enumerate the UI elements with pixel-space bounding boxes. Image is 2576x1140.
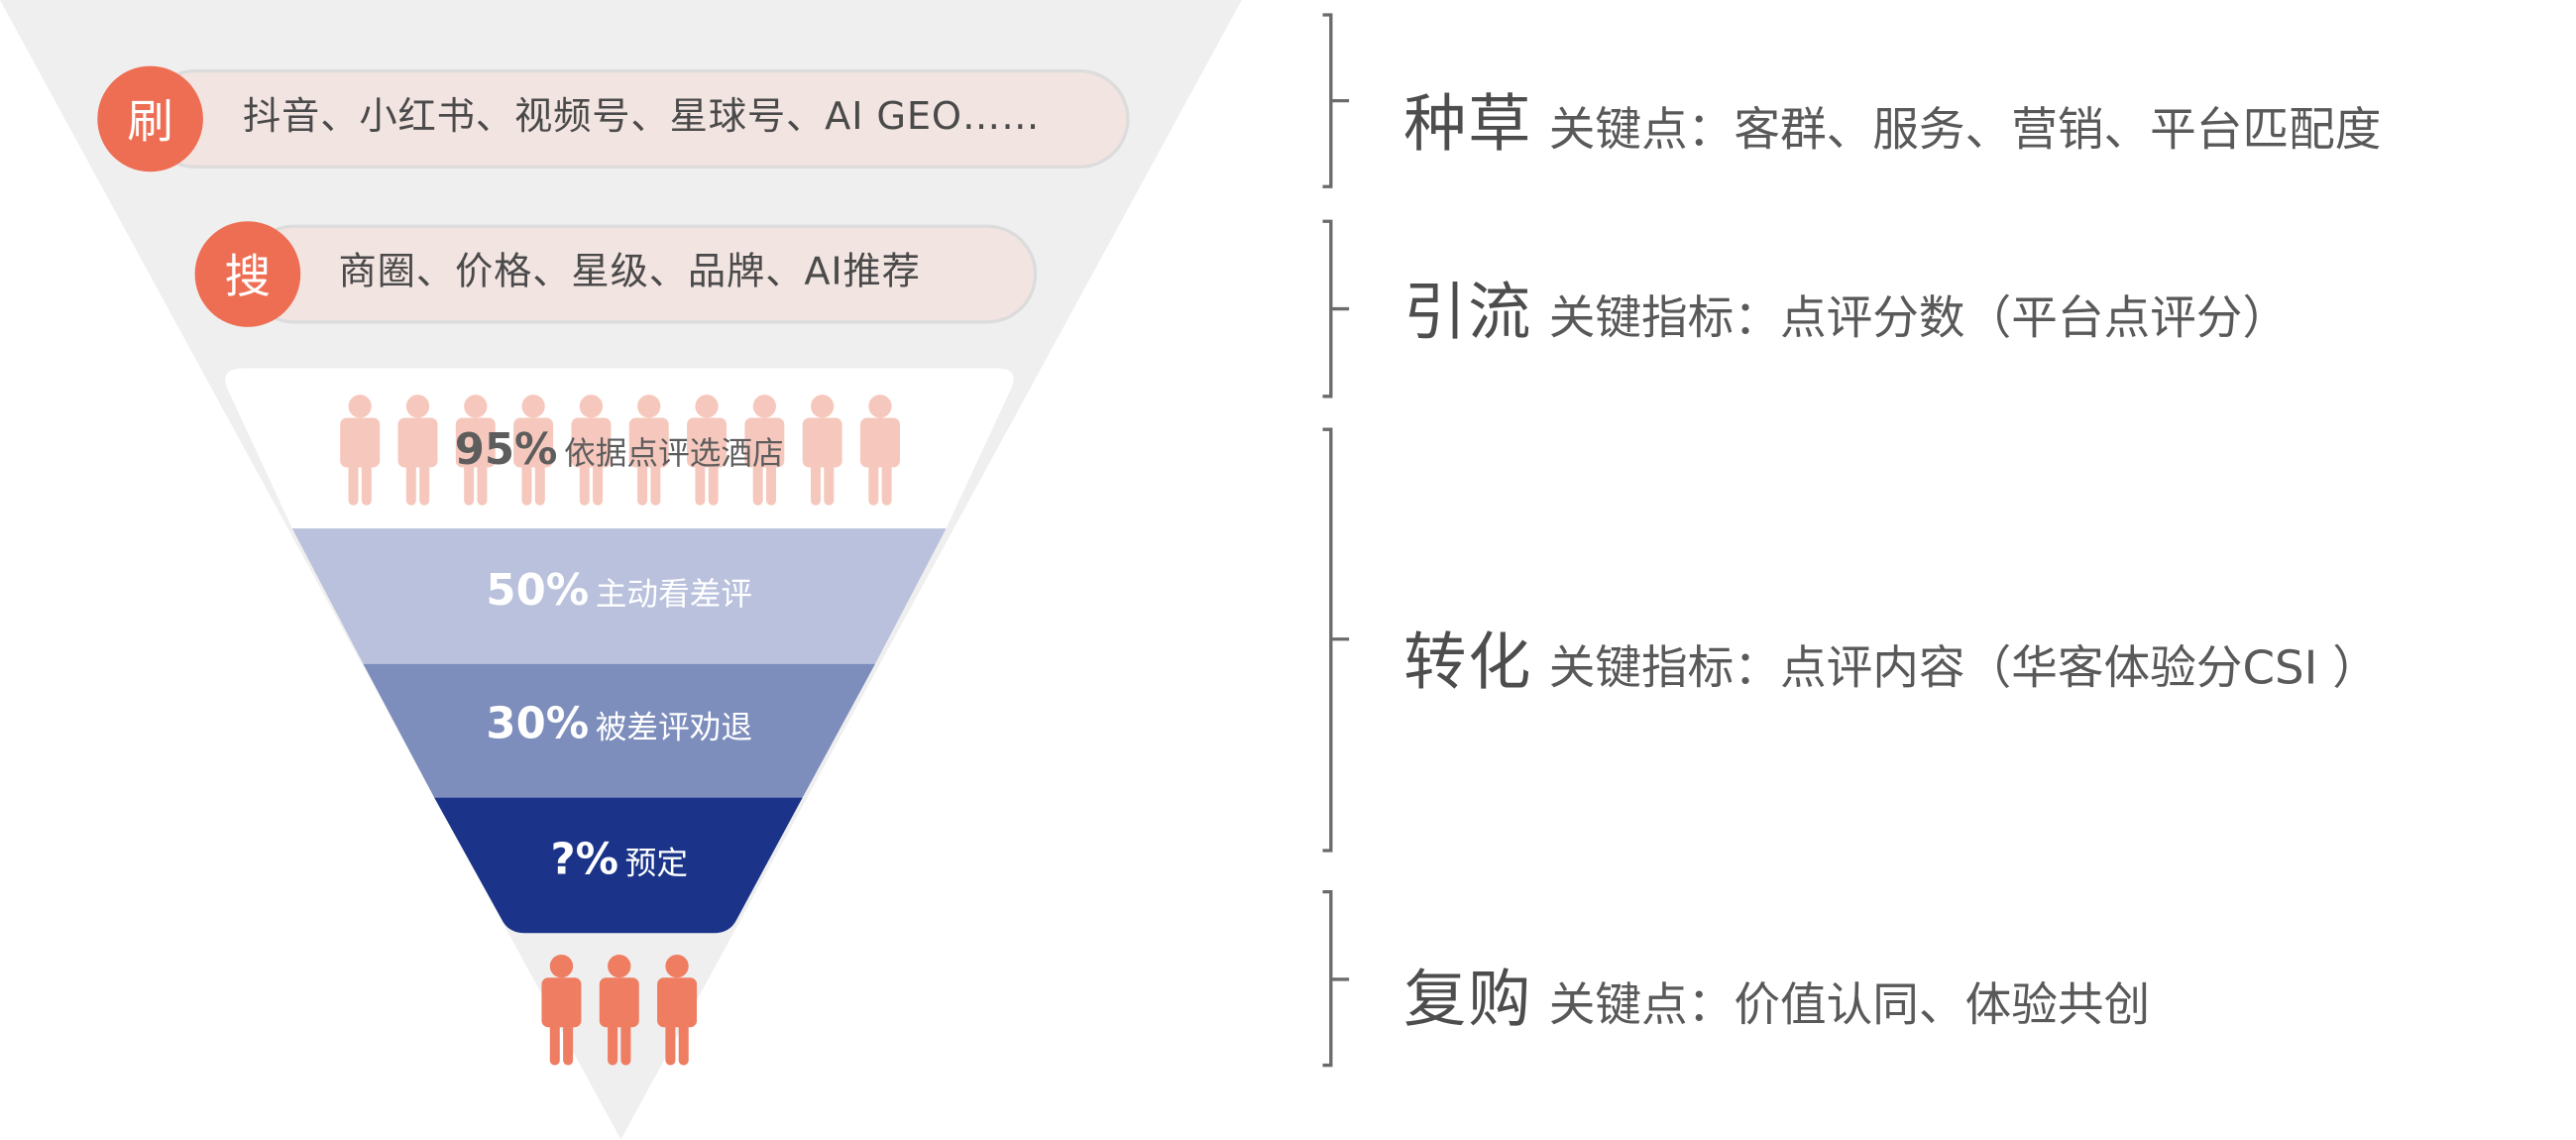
bracket-repurchase (1322, 889, 1350, 1068)
channel-pill-search (244, 224, 1038, 324)
stage-traffic-title: 引流 (1403, 276, 1533, 349)
brush-badge-char: 刷 (127, 93, 173, 149)
band-95-label: 95%依据点评选酒店 (273, 426, 966, 476)
band-50-desc: 主动看差评 (595, 576, 753, 614)
stage-conversion-title: 转化 (1403, 626, 1533, 699)
band-30-desc: 被差评劝退 (595, 710, 753, 747)
channel-pill-brush (145, 68, 1130, 169)
brush-channels-text: 抖音、小红书、视频号、星球号、AI GEO…… (242, 95, 1041, 139)
band-30-label: 30%被差评劝退 (273, 700, 966, 749)
bracket-conversion (1322, 427, 1350, 853)
stage-conversion: 转化关键指标：点评内容（华客体验分CSI ） (1403, 611, 2379, 698)
stage-seeding: 种草关键点：客群、服务、营销、平台匹配度 (1403, 72, 2382, 160)
brush-badge: 刷 (97, 65, 203, 172)
bracket-seeding (1322, 13, 1350, 188)
band-50-label: 50%主动看差评 (273, 566, 966, 616)
person-icon (657, 954, 698, 1066)
stage-traffic: 引流关键指标：点评分数（平台点评分） (1403, 261, 2290, 348)
band-booking-label: ?%预定 (273, 836, 966, 885)
stage-brackets (1322, 13, 1350, 1068)
band-95-pct: 95% (454, 425, 558, 476)
search-badge-char: 搜 (224, 249, 272, 304)
stage-traffic-desc: 关键指标：点评分数（平台点评分） (1548, 290, 2290, 346)
person-icon (541, 954, 582, 1066)
stage-conversion-desc: 关键指标：点评内容（华客体验分CSI ） (1548, 640, 2379, 696)
band-booking-pct: ?% (550, 835, 619, 885)
bracket-traffic (1322, 219, 1350, 399)
stage-seeding-desc: 关键点：客群、服务、营销、平台匹配度 (1548, 102, 2382, 158)
search-badge: 搜 (194, 221, 301, 327)
stage-repurchase-title: 复购 (1403, 963, 1533, 1036)
stage-repurchase: 复购关键点：价值认同、体验共创 (1403, 948, 2151, 1035)
band-95-desc: 依据点评选酒店 (564, 435, 784, 473)
stage-repurchase-desc: 关键点：价值认同、体验共创 (1548, 977, 2151, 1033)
search-factors-text: 商圈、价格、星级、品牌、AI推荐 (338, 251, 921, 294)
band-50-pct: 50% (486, 566, 590, 617)
person-icon (599, 954, 639, 1066)
band-30-pct: 30% (486, 700, 590, 750)
stage-seeding-title: 种草 (1403, 87, 1533, 161)
band-booking-desc: 预定 (624, 845, 689, 882)
